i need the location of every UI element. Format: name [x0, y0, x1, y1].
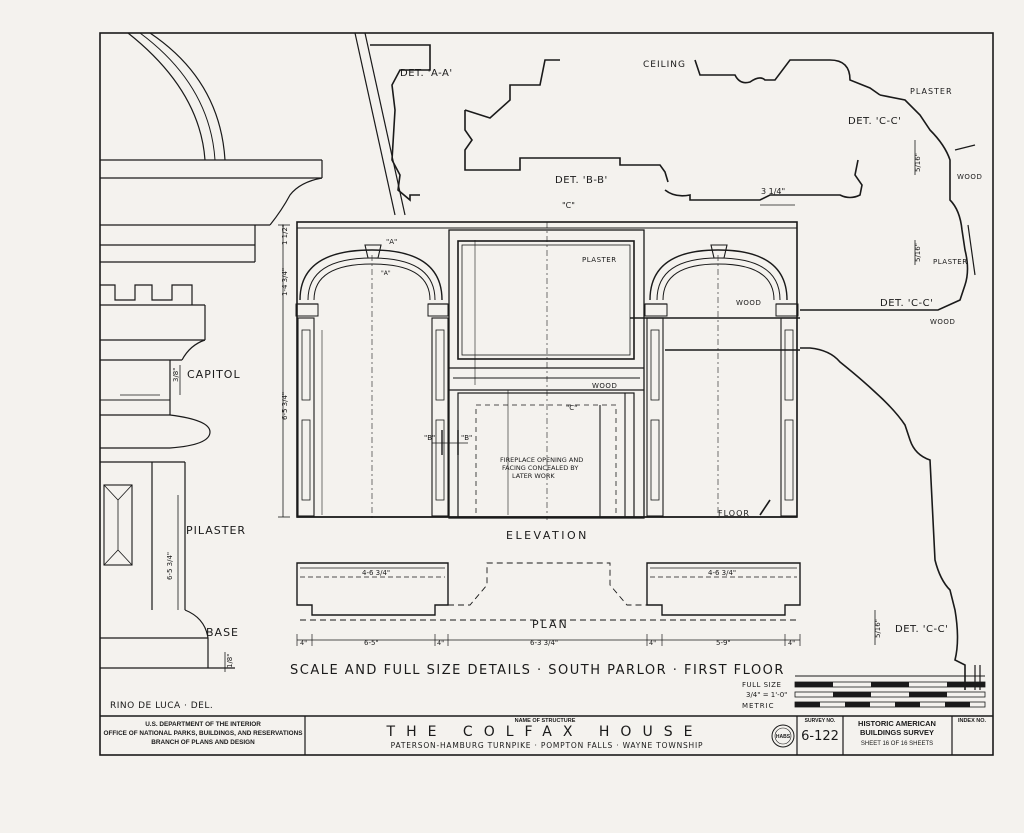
plan-left-top-dim: 4-6 3/4": [362, 569, 390, 577]
habs-line-1: HISTORIC AMERICAN: [858, 719, 936, 728]
plaster-panel-label: PLASTER: [582, 256, 617, 264]
delineator-credit: RINO DE LUCA · DEL.: [110, 701, 213, 711]
plaster-top-label: PLASTER: [910, 87, 953, 96]
floor-label: FLOOR: [718, 509, 750, 518]
plan-small-dim-4: 4": [788, 639, 795, 647]
name-of-structure-label: NAME OF STRUCTURE: [515, 718, 576, 724]
dim-5-16-b: 5/16": [914, 243, 922, 262]
ceiling-label: CEILING: [643, 60, 686, 70]
survey-number: 6-122: [801, 729, 839, 744]
agency-line-1: U.S. DEPARTMENT OF THE INTERIOR: [145, 721, 261, 728]
arch-dim: 1-4 3/4": [281, 268, 289, 296]
sheet-caption: SCALE AND FULL SIZE DETAILS · SOUTH PARL…: [290, 663, 785, 678]
plan-small-dim-3: 4": [649, 639, 656, 647]
pilaster-label: PILASTER: [186, 524, 246, 537]
agency-line-2: OFFICE OF NATIONAL PARKS, BUILDINGS, AND…: [104, 730, 304, 737]
mark-b-left: "B": [424, 434, 435, 442]
mark-a-left-2: "A": [381, 270, 391, 277]
elevation-title: ELEVATION: [506, 529, 589, 542]
wood-arch-label: WOOD: [736, 299, 761, 307]
title-block: [304, 716, 953, 755]
fireplace-note-line-1: FIREPLACE OPENING AND: [500, 456, 583, 464]
fireplace-elevation: [278, 221, 800, 520]
base-label: BASE: [206, 626, 239, 639]
metric-label: METRIC: [742, 702, 775, 710]
mark-c-top: "C": [562, 201, 575, 210]
plan-small-dim-1: 4": [300, 639, 307, 647]
det-bb-label: DET. 'B-B': [555, 175, 608, 186]
dim-3-1-4: 3 1/4": [761, 187, 785, 196]
habs-line-2: BUILDINGS SURVEY: [860, 728, 934, 737]
det-aa-label: DET. 'A-A': [400, 68, 453, 79]
plan-seg-2-dim: 6-3 3/4": [530, 639, 558, 647]
outer-border: [99, 32, 994, 756]
habs-seal: HABS: [776, 734, 791, 740]
plan-small-dim-2: 4": [437, 639, 444, 647]
index-number-label: INDEX NO.: [958, 718, 987, 724]
imperial-scale-label: 3/4" = 1'-0": [746, 691, 787, 699]
sheet-info: SHEET 16 OF 16 SHEETS: [861, 741, 933, 747]
wood-right-label: WOOD: [957, 173, 982, 181]
dim-5-16-a: 5/16": [914, 153, 922, 172]
mark-b-right: "B": [461, 434, 472, 442]
plan-seg-1-dim: 6-5": [364, 639, 379, 647]
column-elevation: [100, 32, 323, 672]
capitol-dim: 3/8": [172, 368, 180, 383]
fireplace-plan: [296, 562, 801, 646]
wood-mantel-label: WOOD: [592, 382, 617, 390]
dim-5-16-c: 5/16": [874, 619, 882, 638]
plan-seg-3-dim: 5-9": [716, 639, 731, 647]
structure-location: PATERSON-HAMBURG TURNPIKE · POMPTON FALL…: [391, 741, 704, 750]
mark-c-mid: "C": [566, 404, 577, 412]
wood-under-label: WOOD: [930, 318, 955, 326]
fireplace-note-line-3: LATER WORK: [512, 472, 555, 480]
det-cc-low-label: DET. 'C-C': [895, 624, 948, 635]
molding-profiles: [354, 32, 981, 690]
survey-number-label: SURVEY NO.: [805, 718, 836, 724]
base-dim: 1/8": [226, 654, 234, 669]
agency-line-3: BRANCH OF PLANS AND DESIGN: [151, 739, 255, 746]
mark-a-left: "A": [386, 238, 397, 246]
pilaster-height-dim: 6-5 3/4": [166, 552, 174, 580]
total-height-dim: 6-5 3/4": [281, 392, 289, 420]
graphic-scales: [794, 675, 986, 708]
plan-right-top-dim: 4-6 3/4": [708, 569, 736, 577]
structure-name: THE COLFAX HOUSE: [386, 724, 704, 740]
fireplace-note-line-2: FACING CONCEALED BY: [502, 464, 578, 472]
top-dim: 1 1/2": [281, 224, 289, 245]
capitol-label: CAPITOL: [187, 368, 241, 381]
det-cc-label: DET. 'C-C': [848, 116, 901, 127]
det-cc-mid-label: DET. 'C-C': [880, 298, 933, 309]
full-size-label: FULL SIZE: [742, 681, 781, 689]
plan-title: PLAN: [532, 618, 569, 631]
plaster-right-label: PLASTER: [933, 258, 968, 266]
